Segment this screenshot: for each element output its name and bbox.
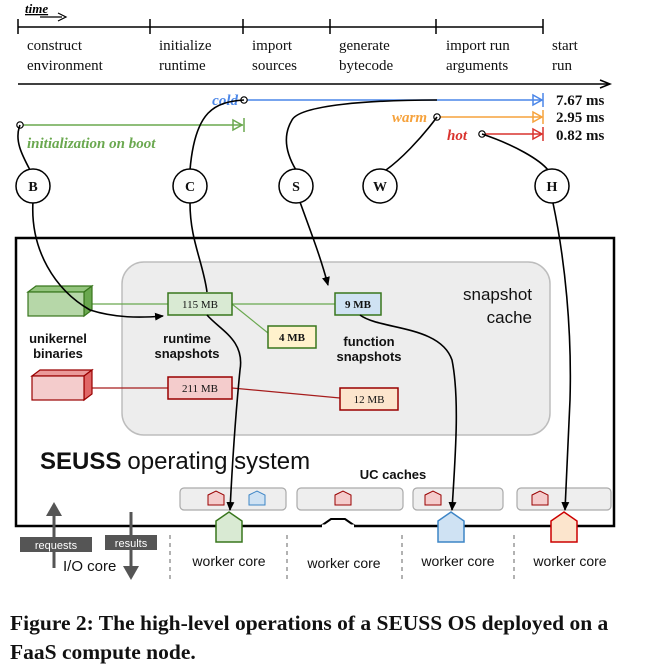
curve-c-bottom: [206, 314, 242, 511]
worker-core-chip-green: [215, 511, 243, 543]
svg-text:4 MB: 4 MB: [279, 332, 306, 344]
curve-c-top: [189, 99, 245, 171]
boot-label: initialization on boot: [27, 136, 156, 152]
function-snapshot-blue: 9 MB: [334, 292, 382, 316]
curve-s-top: [285, 99, 438, 171]
svg-text:115 MB: 115 MB: [182, 299, 218, 311]
node-W: W: [362, 168, 398, 204]
figure-caption: Figure 2: The high-level operations of a…: [10, 611, 609, 664]
svg-text:211 MB: 211 MB: [182, 383, 218, 395]
time-label: time: [25, 1, 48, 16]
worker-core-chip-blue: [437, 511, 465, 543]
unikernel-red-cube: [30, 368, 94, 402]
warm-time: 2.95 ms: [556, 110, 604, 126]
svg-text:S: S: [292, 180, 300, 195]
curve-w-top: [385, 116, 438, 171]
io-core-label: I/O core: [63, 558, 116, 575]
svg-text:B: B: [28, 180, 37, 195]
svg-text:requests: requests: [35, 540, 78, 552]
curve-h-bottom: [552, 202, 572, 511]
svg-text:H: H: [547, 180, 558, 195]
curve-b: [32, 200, 164, 321]
curve-h-top: [481, 133, 549, 171]
node-H: H: [534, 168, 570, 204]
node-S: S: [278, 168, 314, 204]
worker-core-label: worker core: [532, 553, 606, 569]
svg-text:12 MB: 12 MB: [354, 394, 385, 406]
uc-caches-label: UC caches: [360, 467, 426, 482]
svg-text:W: W: [373, 180, 387, 195]
svg-text:results: results: [115, 538, 148, 550]
curve-b-top: [17, 124, 31, 171]
snapshot-yellow: 4 MB: [267, 325, 317, 349]
svg-text:C: C: [185, 180, 195, 195]
node-B: B: [15, 168, 51, 204]
hot-time: 0.82 ms: [556, 128, 604, 144]
runtime-snapshot-green: 115 MB: [167, 292, 233, 316]
runtime-snapshot-red: 211 MB: [167, 376, 233, 400]
requests-badge: [20, 537, 92, 552]
hot-label: hot: [447, 128, 468, 144]
svg-text:9 MB: 9 MB: [345, 299, 372, 311]
warm-label: warm: [392, 110, 427, 126]
results-badge: [105, 535, 157, 550]
function-snapshot-red: 12 MB: [339, 387, 399, 411]
worker-core-label: worker core: [191, 553, 265, 569]
curve-c-mid: [189, 202, 208, 293]
cold-time: 7.67 ms: [556, 93, 604, 109]
curve-s-bottom: [299, 201, 330, 286]
worker-core-chip-orange: [550, 511, 578, 543]
curve-fn-worker: [359, 314, 458, 511]
node-C: C: [172, 168, 208, 204]
worker-core-label: worker core: [306, 555, 380, 571]
worker-core-label: worker core: [420, 553, 494, 569]
unikernel-green-cube: [26, 284, 94, 318]
uc-cache-slots: [179, 487, 612, 511]
